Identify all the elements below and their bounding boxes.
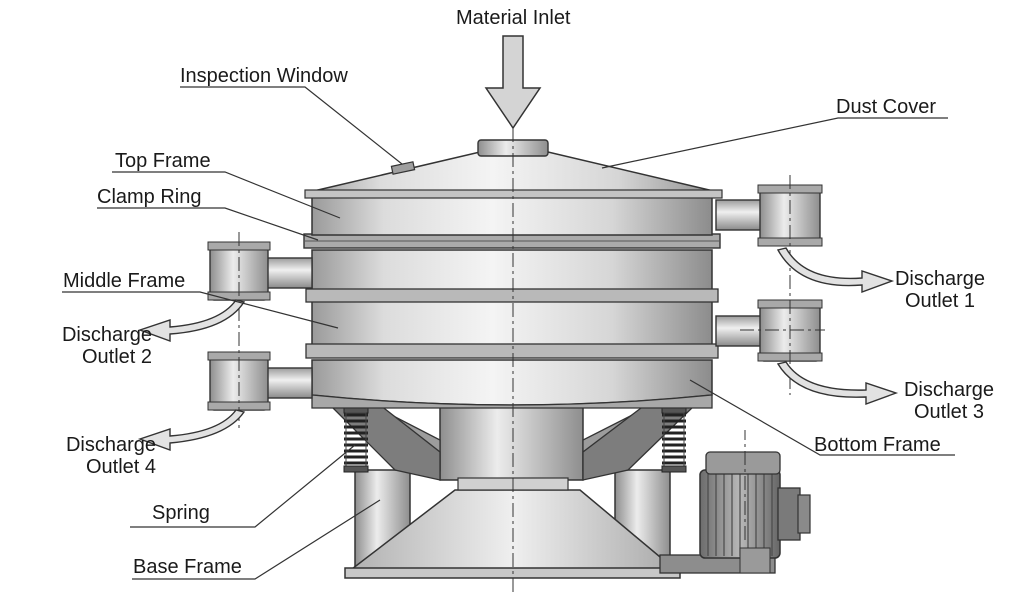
label-discharge-outlet-2-line2: Outlet 2 bbox=[81, 346, 152, 368]
discharge-outlet-2-pipe bbox=[207, 241, 313, 301]
spring-right bbox=[661, 404, 687, 473]
vibration-motor bbox=[659, 451, 811, 574]
top-frame bbox=[311, 194, 713, 236]
bottom-frame bbox=[311, 359, 713, 409]
label-discharge-outlet-3-line2: Outlet 3 bbox=[913, 401, 985, 423]
label-discharge-outlet-1-line1: Discharge bbox=[894, 268, 986, 290]
center-lines bbox=[238, 128, 825, 595]
material-inlet-arrow bbox=[484, 35, 542, 130]
middle-frame bbox=[305, 249, 719, 359]
label-spring: Spring bbox=[152, 502, 210, 524]
label-top-frame: Top Frame bbox=[115, 150, 211, 172]
label-discharge-outlet-2-line1: Discharge bbox=[61, 324, 152, 346]
inspection-window bbox=[390, 161, 416, 175]
label-discharge-outlet-4-line2: Outlet 4 bbox=[85, 456, 156, 478]
label-clamp-ring: Clamp Ring bbox=[97, 186, 202, 208]
discharge-outlet-1-pipe bbox=[715, 184, 823, 247]
label-discharge-outlet-4-line1: Discharge bbox=[65, 434, 156, 456]
label-discharge-outlet-1-line2: Outlet 1 bbox=[904, 290, 976, 312]
label-discharge-outlet-4: Discharge Outlet 4 bbox=[20, 434, 156, 478]
clamp-ring bbox=[303, 233, 721, 249]
label-discharge-outlet-1: Discharge Outlet 1 bbox=[890, 268, 990, 312]
label-base-frame: Base Frame bbox=[133, 556, 242, 578]
label-dust-cover: Dust Cover bbox=[836, 96, 937, 118]
label-discharge-outlet-3: Discharge Outlet 3 bbox=[893, 379, 1005, 423]
label-inspection-window: Inspection Window bbox=[180, 65, 348, 87]
discharge-outlet-4-pipe bbox=[207, 351, 313, 411]
spring-left bbox=[343, 404, 369, 473]
label-discharge-outlet-2: Discharge Outlet 2 bbox=[20, 324, 152, 368]
label-bottom-frame: Bottom Frame bbox=[814, 434, 941, 456]
label-discharge-outlet-3-line1: Discharge bbox=[903, 379, 995, 401]
label-middle-frame: Middle Frame bbox=[63, 270, 186, 292]
leader-lines bbox=[62, 86, 955, 580]
central-discharge-tube bbox=[439, 399, 584, 491]
discharge-flow-arrows bbox=[137, 247, 899, 452]
label-material-inlet: Material Inlet bbox=[456, 7, 571, 29]
